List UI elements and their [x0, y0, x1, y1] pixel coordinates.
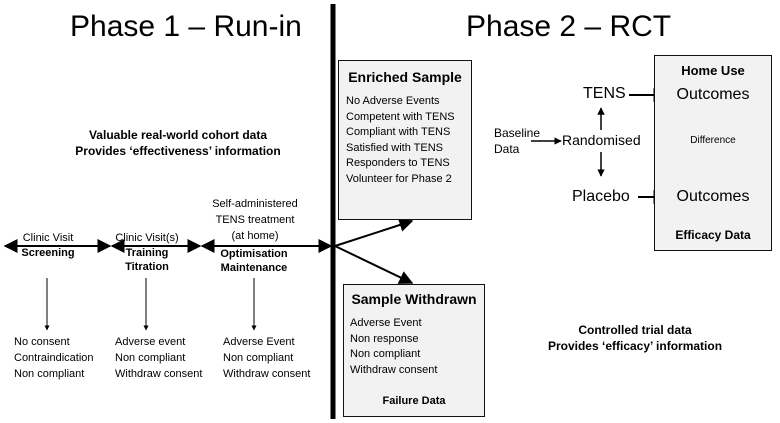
home-use-box: Home Use Outcomes Difference Outcomes Ef…: [654, 55, 772, 251]
failure-data-label: Failure Data: [382, 395, 446, 407]
list-item: Non compliant: [350, 348, 421, 360]
cohort-line-2: Provides ‘effectiveness’ information: [75, 143, 281, 158]
outcomes-placebo: Outcomes: [676, 188, 750, 205]
self-admin-line-2: TENS treatment: [215, 214, 295, 226]
randomised-label: Randomised: [562, 132, 641, 148]
list-item: Satisfied with TENS: [346, 141, 444, 154]
stage-training: Clinic Visit(s) Training Titration: [104, 231, 190, 274]
controlled-line-1: Controlled trial data: [578, 323, 692, 337]
sample-withdrawn-box: Sample Withdrawn Adverse Event Non respo…: [343, 284, 485, 417]
stage-optimisation: Optimisation Maintenance: [204, 247, 304, 275]
baseline-data-label: Baseline Data: [494, 125, 540, 157]
sample-withdrawn-list: Adverse Event Non response Non compliant…: [350, 316, 484, 378]
stage-training-outcomes: Adverse event Non compliant Withdraw con…: [115, 334, 202, 382]
stage-maintenance-name: Maintenance: [220, 262, 288, 274]
self-administered-label: Self-administered TENS treatment (at hom…: [200, 196, 310, 244]
stage-titration-name: Titration: [125, 261, 169, 273]
stage-optimisation-outcomes: Adverse Event Non compliant Withdraw con…: [223, 334, 310, 382]
stage-screening-name: Screening: [21, 247, 75, 259]
placebo-label: Placebo: [572, 188, 630, 205]
sample-withdrawn-title: Sample Withdrawn: [351, 291, 477, 307]
arrow-to-enriched: [334, 218, 414, 247]
outcome-item: Non compliant: [14, 368, 85, 380]
outcome-item: Adverse Event: [223, 336, 295, 348]
home-use-title: Home Use: [681, 63, 745, 78]
controlled-line-2: Provides ‘efficacy’ information: [547, 338, 723, 353]
baseline-line-2: Data: [494, 142, 520, 156]
list-item: Adverse Event: [350, 317, 422, 329]
list-item: Volunteer for Phase 2: [346, 172, 452, 185]
stage-training-name: Training: [125, 247, 169, 259]
outcome-item: Withdraw consent: [115, 368, 203, 380]
enriched-sample-box: Enriched Sample No Adverse Events Compet…: [338, 60, 472, 220]
outcome-item: Non compliant: [115, 352, 186, 364]
arrow-to-withdrawn: [334, 245, 414, 284]
baseline-line-1: Baseline: [494, 126, 541, 140]
efficacy-data-label: Efficacy Data: [675, 228, 751, 242]
list-item: Compliant with TENS: [346, 126, 451, 138]
difference-label: Difference: [690, 135, 736, 146]
enriched-sample-title: Enriched Sample: [348, 69, 462, 85]
tens-label: TENS: [583, 85, 626, 102]
outcomes-tens: Outcomes: [676, 86, 750, 103]
outcome-item: Adverse event: [115, 336, 186, 348]
list-item: Withdraw consent: [350, 363, 438, 376]
list-item: Non response: [350, 332, 419, 345]
stage-optimisation-name: Optimisation: [220, 248, 288, 260]
outcome-item: No consent: [14, 336, 70, 348]
phase2-title: Phase 2 – RCT: [466, 10, 672, 43]
stage-training-visit: Clinic Visit(s): [115, 232, 179, 244]
stage-screening: Clinic Visit Screening: [2, 231, 94, 260]
outcome-item: Contraindication: [14, 352, 94, 364]
self-admin-line-3: (at home): [231, 230, 279, 242]
outcome-item: Withdraw consent: [223, 368, 311, 380]
list-item: Responders to TENS: [346, 157, 450, 169]
cohort-line-1: Valuable real-world cohort data: [88, 128, 268, 142]
list-item: Competent with TENS: [346, 110, 455, 123]
stage-screening-visit: Clinic Visit: [22, 232, 74, 244]
outcome-item: Non compliant: [223, 352, 294, 364]
self-admin-line-1: Self-administered: [212, 198, 298, 210]
controlled-trial-note: Controlled trial data Provides ‘efficacy…: [520, 323, 750, 354]
stage-screening-outcomes: No consent Contraindication Non complian…: [14, 334, 94, 382]
list-item: No Adverse Events: [346, 95, 440, 107]
cohort-data-note: Valuable real-world cohort data Provides…: [48, 128, 308, 159]
enriched-sample-list: No Adverse Events Competent with TENS Co…: [346, 94, 471, 187]
phase1-title: Phase 1 – Run-in: [70, 10, 302, 43]
